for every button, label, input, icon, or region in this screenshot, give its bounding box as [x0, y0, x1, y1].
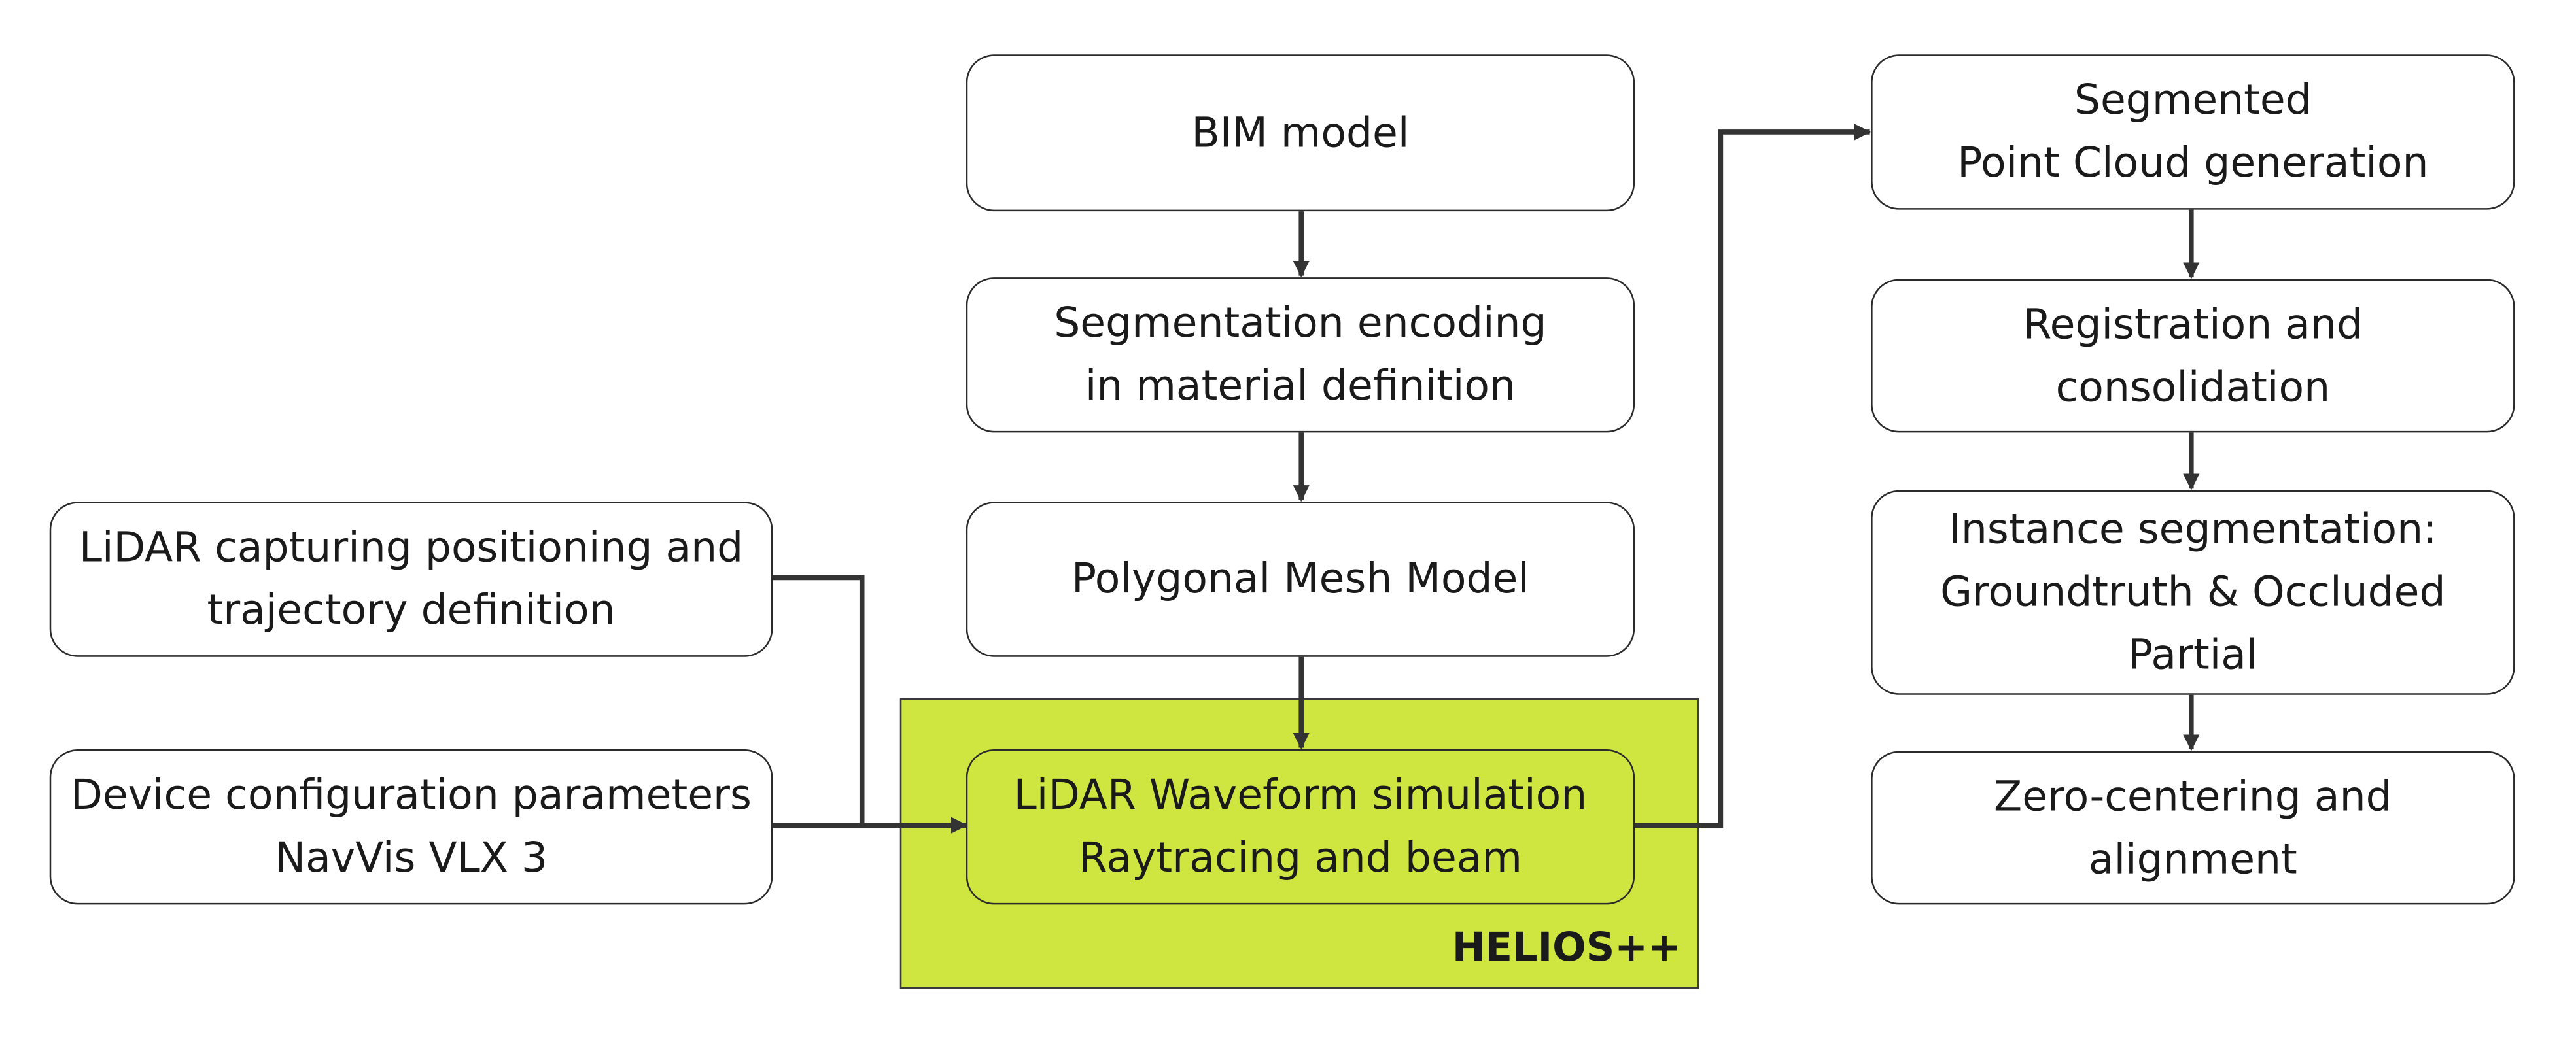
node-text-line: LiDAR Waveform simulation	[1013, 770, 1588, 819]
node-lidar-waveform-simulation: LiDAR Waveform simulation Raytracing and…	[966, 749, 1635, 905]
node-text-line: Segmented	[2074, 76, 2312, 124]
node-text-line: in material definition	[1085, 361, 1516, 410]
node-text-line: Device configuration parameters	[71, 770, 752, 819]
helios-label: HELIOS++	[1452, 924, 1681, 971]
node-text-line: Segmentation encoding	[1054, 298, 1547, 347]
connector-positioning	[773, 575, 865, 826]
node-text-line: Point Cloud generation	[1957, 139, 2429, 187]
node-text-line: Instance segmentation:	[1949, 505, 2437, 553]
arrow-simulation-to-pointcloud	[1635, 124, 1871, 828]
node-text-line: NavVis VLX 3	[274, 833, 548, 882]
node-text-line: Partial	[2128, 630, 2258, 679]
node-text-line: Groundtruth & Occluded	[1940, 568, 2446, 616]
node-text-line: Registration and	[2023, 299, 2363, 348]
node-device-configuration: Device configuration parameters NavVis V…	[49, 749, 773, 905]
node-text-line: BIM model	[1191, 108, 1410, 156]
node-lidar-positioning: LiDAR capturing positioning and trajecto…	[49, 502, 773, 657]
node-registration-consolidation: Registration and consolidation	[1871, 279, 2515, 433]
node-text-line: alignment	[2088, 834, 2297, 883]
node-text-line: Zero-centering and	[1994, 772, 2392, 820]
node-instance-segmentation: Instance segmentation: Groundtruth & Occ…	[1871, 490, 2515, 695]
node-zero-centering: Zero-centering and alignment	[1871, 751, 2515, 905]
node-segmented-point-cloud: Segmented Point Cloud generation	[1871, 54, 2515, 210]
node-bim-model: BIM model	[966, 54, 1635, 212]
node-polygonal-mesh-model: Polygonal Mesh Model	[966, 502, 1635, 657]
node-text-line: trajectory definition	[207, 586, 616, 634]
node-text-line: consolidation	[2055, 362, 2331, 411]
node-text-line: LiDAR capturing positioning and	[78, 523, 744, 571]
node-text-line: Polygonal Mesh Model	[1071, 554, 1529, 603]
node-text-line: Raytracing and beam	[1078, 833, 1522, 882]
node-segmentation-encoding: Segmentation encoding in material defini…	[966, 277, 1635, 433]
